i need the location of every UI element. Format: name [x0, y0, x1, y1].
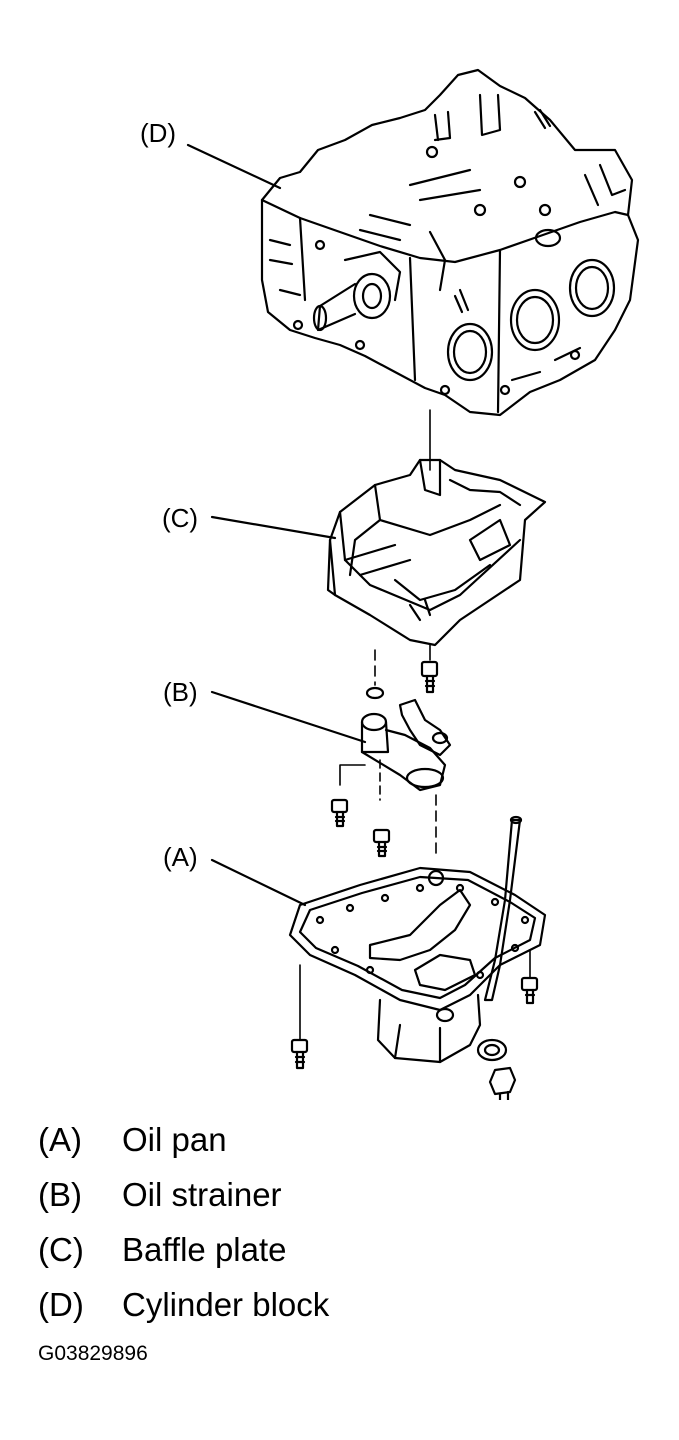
- leader-d: [188, 145, 280, 188]
- drain-gasket: [478, 1040, 506, 1060]
- leader-c: [212, 517, 335, 538]
- legend-row-c: (C) Baffle plate: [38, 1222, 329, 1277]
- parts-legend: (A) Oil pan (B) Oil strainer (C) Baffle …: [38, 1112, 329, 1332]
- legend-row-b: (B) Oil strainer: [38, 1167, 329, 1222]
- leader-a: [212, 860, 305, 905]
- drain-plug: [490, 1068, 515, 1100]
- leader-b: [212, 692, 365, 742]
- bolt-pan-right: [522, 978, 537, 1003]
- legend-label: Oil strainer: [122, 1175, 282, 1213]
- oil-pan: [290, 817, 545, 1062]
- bolt-strainer-left: [332, 800, 347, 826]
- legend-label: Oil pan: [122, 1120, 227, 1158]
- legend-row-a: (A) Oil pan: [38, 1112, 329, 1167]
- legend-row-d: (D) Cylinder block: [38, 1277, 329, 1332]
- oil-strainer: [362, 688, 450, 800]
- baffle-plate: [328, 460, 545, 645]
- bolt-strainer-center: [374, 830, 389, 856]
- cylinder-block: [262, 70, 638, 415]
- legend-code: (A): [38, 1120, 82, 1158]
- legend-code: (C): [38, 1230, 84, 1268]
- figure-id: G03829896: [38, 1342, 148, 1365]
- bolt-baffle: [422, 662, 437, 692]
- legend-code: (B): [38, 1175, 82, 1213]
- callout-c: (C): [162, 503, 199, 533]
- legend-code: (D): [38, 1285, 84, 1323]
- legend-label: Baffle plate: [122, 1230, 287, 1268]
- callout-a: (A): [163, 842, 198, 872]
- callout-b: (B): [163, 677, 198, 707]
- exploded-view-diagram: [0, 0, 679, 1100]
- legend-label: Cylinder block: [122, 1285, 330, 1323]
- callout-d: (D): [140, 118, 177, 148]
- bolt-pan-left: [292, 1040, 307, 1068]
